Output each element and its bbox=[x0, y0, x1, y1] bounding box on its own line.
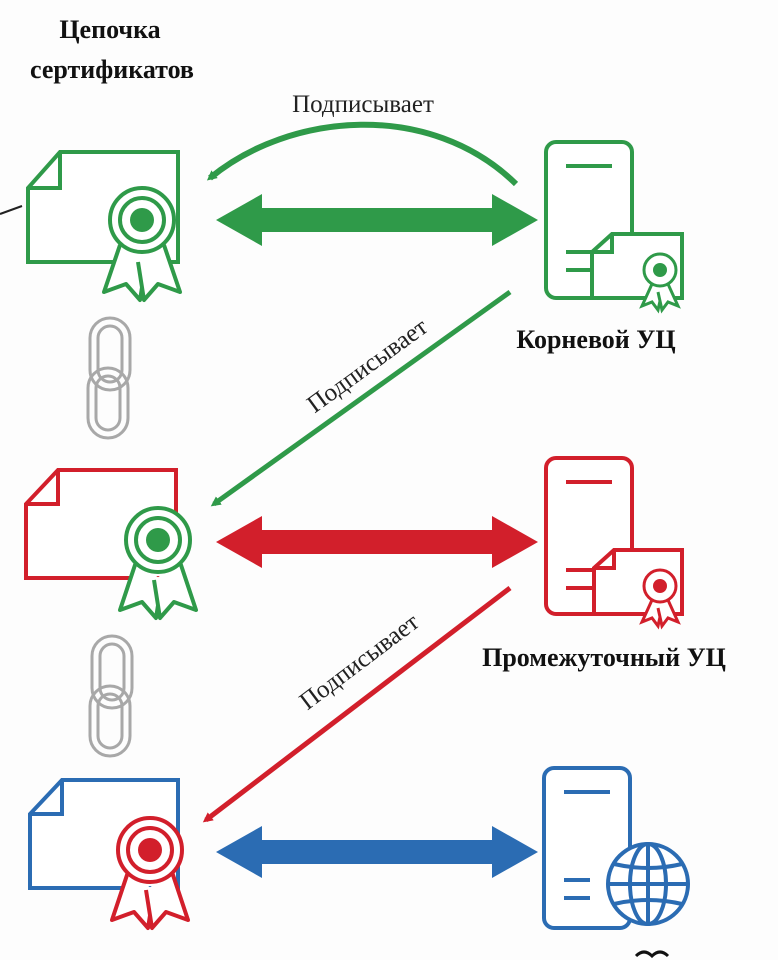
green-double-arrow bbox=[216, 194, 538, 246]
blue-double-arrow bbox=[216, 826, 538, 878]
signs-arrow-middle bbox=[210, 289, 512, 507]
root-ca-label: Корневой УЦ bbox=[516, 325, 675, 354]
title-line-2: сертификатов bbox=[30, 55, 194, 84]
globe-icon bbox=[606, 842, 690, 926]
pointer-line bbox=[0, 205, 23, 215]
intermediate-ca-label: Промежуточный УЦ bbox=[482, 643, 726, 672]
signs-label-bottom: Подписывает bbox=[295, 609, 425, 716]
signs-label-middle: Подписывает bbox=[302, 313, 433, 418]
signs-arrow-bottom bbox=[202, 586, 512, 823]
intermediate-ca-server-icon bbox=[544, 456, 684, 630]
intermediate-certificate-icon bbox=[24, 468, 198, 620]
end-entity-certificate-icon bbox=[28, 778, 190, 930]
red-double-arrow bbox=[216, 516, 538, 568]
signs-label-top: Подписывает bbox=[292, 91, 434, 118]
title-line-1: Цепочка bbox=[59, 15, 160, 44]
root-certificate-icon bbox=[26, 150, 182, 302]
chain-link-icon-1 bbox=[86, 316, 132, 440]
chain-link-icon-2 bbox=[88, 634, 134, 758]
signs-arrow-top bbox=[206, 121, 519, 187]
cropped-label-fragment bbox=[634, 950, 670, 959]
root-ca-server-icon bbox=[544, 140, 684, 314]
